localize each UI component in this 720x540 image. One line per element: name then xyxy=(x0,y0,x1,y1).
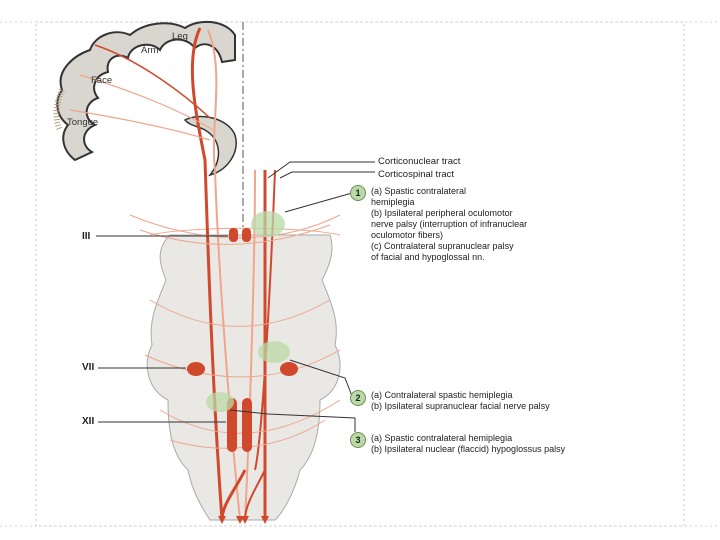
lesion-3-line: (b) Ipsilateral nuclear (flaccid) hypogl… xyxy=(371,444,566,454)
leg-label: Leg xyxy=(172,31,188,42)
lesion-1-line: (b) Ipsilateral peripheral oculomotor xyxy=(371,208,513,218)
lesion-2-description: (a) Contralateral spastic hemiplegia (b)… xyxy=(371,390,550,412)
lesion-1-line: oculomotor fibers) xyxy=(371,230,444,240)
cranial-nerve-iii-label: III xyxy=(82,231,91,242)
oculomotor-nuclei xyxy=(229,228,251,242)
cranial-nerve-vii-label: VII xyxy=(82,362,95,373)
lesion-2-line: (b) Ipsilateral supranuclear facial nerv… xyxy=(371,401,550,411)
facial-nuclei xyxy=(187,362,298,376)
lesion-1-area xyxy=(251,211,285,237)
lesion-1-line: (a) Spastic contralateral xyxy=(371,186,467,196)
brainstem xyxy=(146,234,341,521)
lesion-3-number: 3 xyxy=(350,432,366,448)
lesion-1-line: hemiplegia xyxy=(371,197,415,207)
lesion-1-description: (a) Spastic contralateral hemiplegia (b)… xyxy=(371,186,527,263)
leader-lines xyxy=(96,161,375,432)
lesion-1-line: of facial and hypoglossal nn. xyxy=(371,252,485,262)
lesion-1-line: nerve palsy (interruption of infranuclea… xyxy=(371,219,528,229)
face-label: Face xyxy=(91,75,113,86)
lesion-2-line: (a) Contralateral spastic hemiplegia xyxy=(371,390,513,400)
corticospinal-tract-label: Corticospinal tract xyxy=(378,169,455,180)
cranial-nerve-xii-label: XII xyxy=(82,416,95,427)
lesion-2-area xyxy=(258,341,290,363)
corticonuclear-tract-label: Corticonuclear tract xyxy=(378,156,461,167)
lesion-2-number: 2 xyxy=(350,390,366,406)
lesion-1-line: (c) Contralateral supranuclear palsy xyxy=(371,241,514,251)
tongue-label: Tongue xyxy=(67,117,99,128)
lesion-3-line: (a) Spastic contralateral hemiplegia xyxy=(371,433,513,443)
lesion-3-description: (a) Spastic contralateral hemiplegia (b)… xyxy=(371,433,565,455)
arm-label: Arm xyxy=(141,45,159,56)
lesion-1-number: 1 xyxy=(350,185,366,201)
arrowheads xyxy=(218,516,269,524)
lesion-3-area xyxy=(206,392,234,412)
